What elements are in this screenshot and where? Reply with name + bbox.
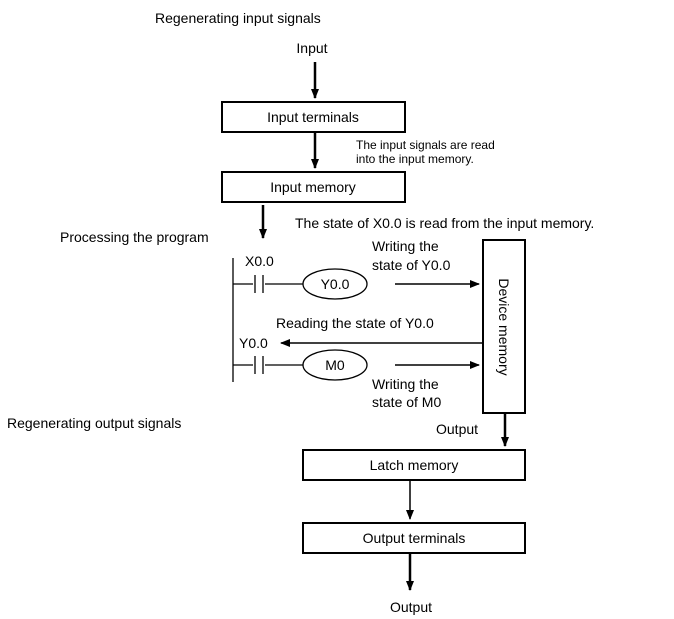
section-regenerating-output: Regenerating output signals	[7, 415, 181, 431]
write-y00-line2: state of Y0.0	[372, 257, 451, 273]
coil-y00-label: Y0.0	[321, 276, 350, 292]
contact-x00-label: X0.0	[245, 253, 274, 269]
latch-memory-box	[302, 449, 526, 481]
coil-m0	[302, 349, 368, 381]
device-output-label: Output	[436, 421, 478, 437]
input-note-line2: into the input memory.	[356, 152, 474, 166]
input-memory-label: Input memory	[270, 179, 356, 195]
input-memory-box	[221, 171, 406, 203]
read-y00-label: Reading the state of Y0.0	[276, 315, 434, 331]
device-memory-label: Device memory	[496, 278, 512, 375]
input-terminals-box	[221, 101, 406, 133]
latch-memory-label: Latch memory	[370, 457, 459, 473]
input-note-line1: The input signals are read	[356, 138, 495, 152]
output-label: Output	[390, 599, 432, 615]
write-m0-line1: Writing the	[372, 376, 439, 392]
input-terminals-label: Input terminals	[267, 109, 359, 125]
output-terminals-box	[302, 522, 526, 554]
contact-y00-label: Y0.0	[239, 335, 268, 351]
input-label: Input	[296, 40, 327, 56]
coil-y00	[302, 268, 368, 300]
section-processing-program: Processing the program	[60, 229, 209, 245]
section-regenerating-input: Regenerating input signals	[155, 10, 321, 26]
output-terminals-label: Output terminals	[363, 530, 466, 546]
write-y00-line1: Writing the	[372, 238, 439, 254]
write-m0-line2: state of M0	[372, 394, 441, 410]
x00-read-note: The state of X0.0 is read from the input…	[295, 215, 594, 231]
coil-m0-label: M0	[325, 357, 345, 373]
